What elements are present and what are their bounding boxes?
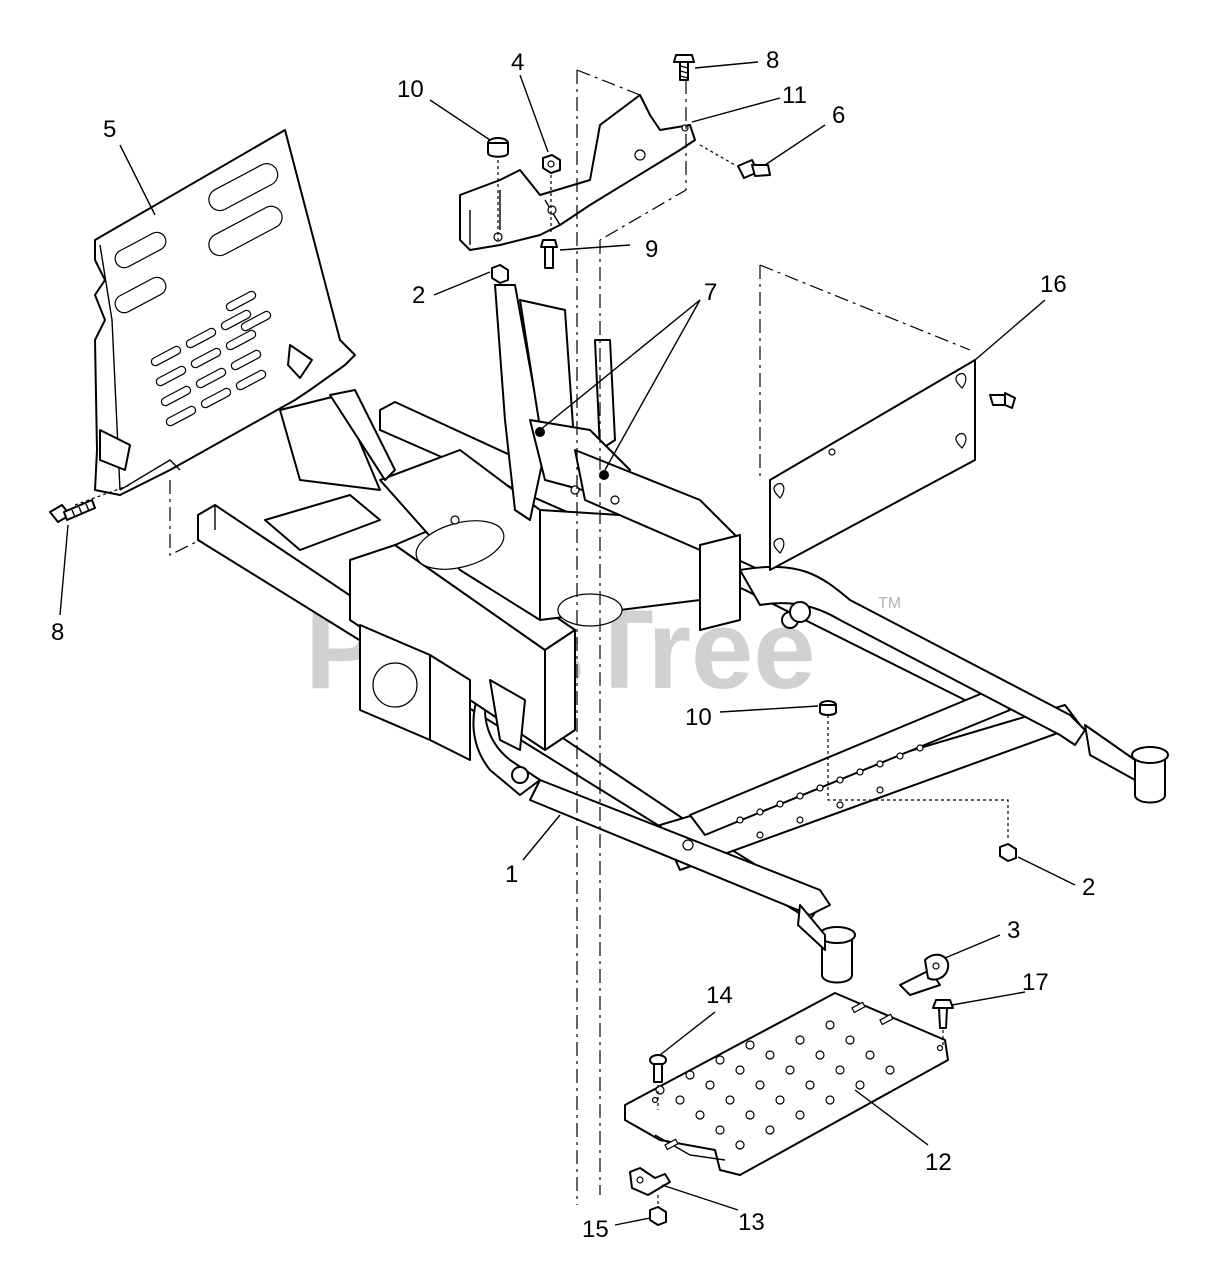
callout-2a: 2 (412, 282, 425, 309)
callout-10b: 10 (685, 704, 712, 731)
part-1-floor-holes (736, 744, 924, 839)
part-3-clip (899, 953, 950, 996)
callout-10a: 10 (397, 76, 424, 103)
part-1-main-frame (197, 284, 1169, 984)
callout-15: 15 (582, 1216, 609, 1243)
part-13-clip (629, 1167, 671, 1196)
callout-7: 7 (704, 279, 717, 306)
part-10-knob-lower (819, 700, 837, 716)
part-12-holes (655, 1020, 895, 1150)
part-2-nut-upper (491, 264, 509, 284)
callout-3: 3 (1007, 917, 1020, 944)
part-2-nut-lower (999, 843, 1017, 862)
part-7-nuts (535, 427, 609, 480)
callout-13: 13 (738, 1209, 765, 1236)
part-10-knob-top (487, 137, 509, 158)
part-4-nut (542, 154, 561, 174)
phantom-lines (74, 69, 1009, 1207)
part-5-vent-slots (150, 290, 272, 427)
callout-17: 17 (1022, 969, 1049, 996)
part-11-bracket (459, 94, 696, 251)
part-5-rear-shield (94, 129, 356, 496)
callout-14: 14 (706, 982, 733, 1009)
callout-1: 1 (505, 861, 518, 888)
part-16-screw (989, 392, 1016, 409)
part-6-bolt (737, 159, 771, 179)
callout-8a: 8 (766, 47, 779, 74)
part-12-floor-plate (624, 992, 949, 1176)
callout-12: 12 (925, 1149, 952, 1176)
callout-16: 16 (1040, 271, 1067, 298)
callout-8b: 8 (51, 619, 64, 646)
callout-6: 6 (832, 102, 845, 129)
part-8-bolt-left (49, 499, 96, 523)
part-9-bolt (540, 239, 558, 269)
callout-11: 11 (782, 82, 807, 109)
part-17-screw (932, 999, 954, 1029)
callouts: 1 2 2 3 4 5 6 7 8 8 9 10 10 11 12 13 14 … (51, 47, 1095, 1243)
callout-5: 5 (103, 116, 116, 143)
watermark-trademark: TM (878, 595, 901, 612)
part-16-side-plate (769, 359, 976, 571)
callout-4: 4 (511, 49, 524, 76)
part-8-bolt-top (673, 54, 695, 81)
callout-2b: 2 (1082, 874, 1095, 901)
part-15-nut (649, 1206, 667, 1226)
callout-9: 9 (645, 236, 658, 263)
part-14-screw (649, 1054, 667, 1083)
part-1-caster-cup-right (1084, 724, 1169, 804)
part-1-caster-cup-left (797, 904, 856, 984)
leader-lines (59, 61, 1076, 1226)
